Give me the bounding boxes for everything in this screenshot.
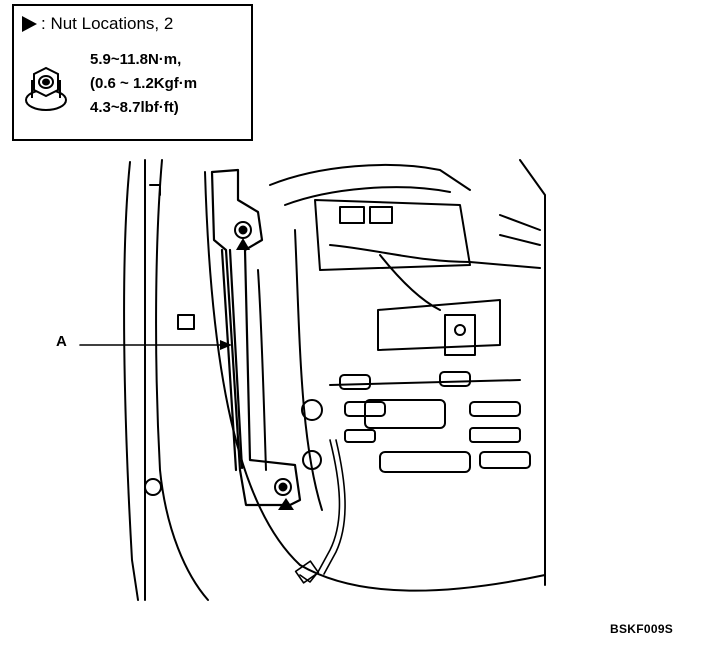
upper-nut: [234, 221, 252, 239]
torque-spec: 5.9~11.8N·m, (0.6 ~ 1.2Kgf·m 4.3~8.7lbf·…: [90, 48, 197, 120]
torque-line-kgf: (0.6 ~ 1.2Kgf·m: [90, 75, 198, 92]
lower-nut-arrow-icon: [278, 498, 294, 510]
arrow-marker-icon: [22, 16, 37, 32]
callout-label-a: A: [56, 333, 67, 350]
wiring-harness: [294, 439, 346, 584]
upper-nut-arrow-icon: [236, 238, 250, 250]
legend-heading: : Nut Locations, 2: [22, 14, 173, 34]
lower-nut: [274, 478, 292, 496]
torque-line-nm: 5.9~11.8N·m,: [90, 51, 182, 68]
legend-heading-text: : Nut Locations, 2: [41, 14, 174, 33]
bracket-part-a: [210, 168, 302, 507]
torque-legend-box: : Nut Locations, 2 5.9~11.8N·m, (0.6 ~ 1…: [12, 4, 253, 141]
torque-line-lbf: 4.3~8.7lbf·ft): [90, 99, 179, 116]
flange-nut-icon: [25, 66, 67, 111]
door-inner-frame: [204, 159, 546, 592]
figure-code: BSKF009S: [610, 622, 674, 636]
callout-leader-line: [79, 340, 232, 350]
regulator-assembly: [301, 199, 541, 473]
door-outer-edge: [123, 159, 209, 601]
